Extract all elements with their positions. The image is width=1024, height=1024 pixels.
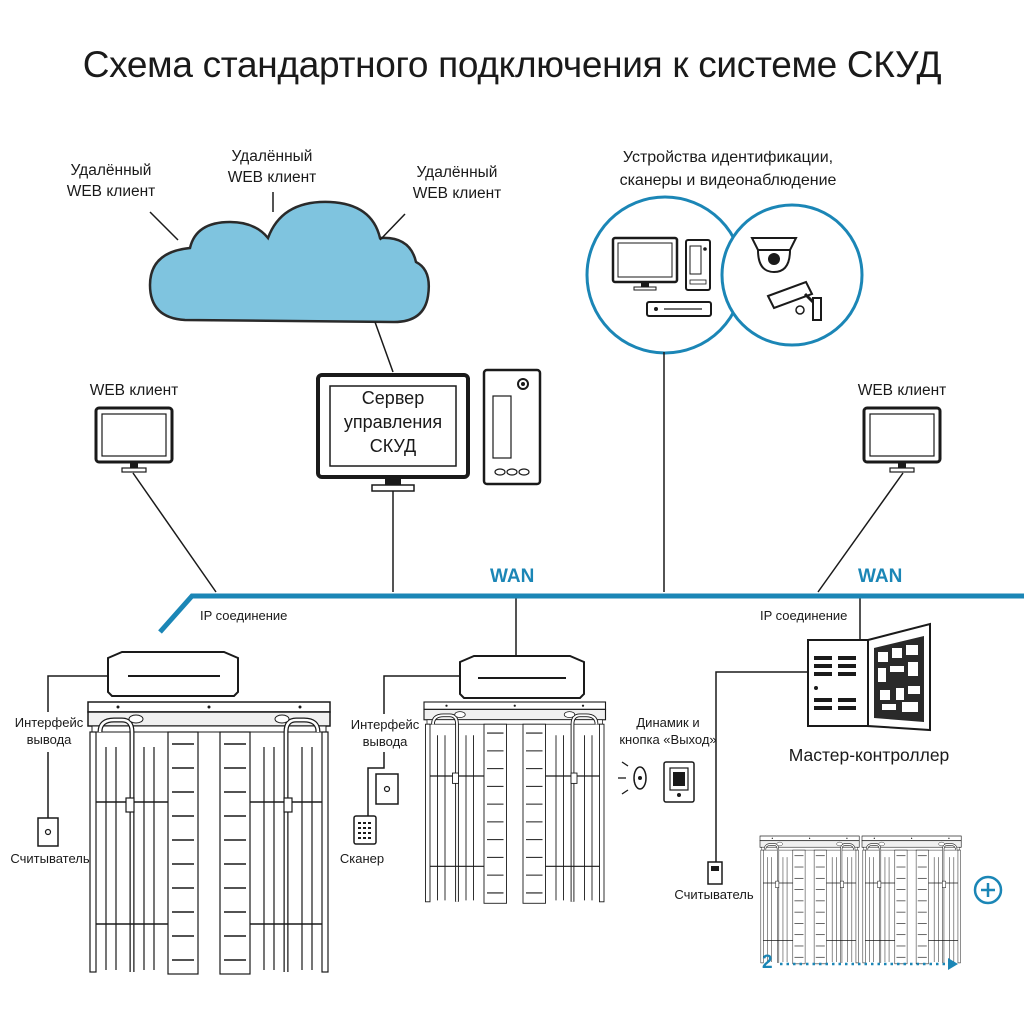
dotted-arrow-icon [780,958,958,970]
cloud-client-label-2: Удалённый WEB клиент [227,148,317,186]
devices-label: Устройства идентификации, сканеры и виде… [619,149,837,189]
web-client-right-monitor-icon [862,406,942,474]
server-label: Сервер управления СКУД [343,388,443,456]
web-client-left-label: WEB клиент [89,382,179,399]
page-title: Схема стандартного подключения к системе… [82,44,942,85]
ip-connection-left-label: IP соединение [200,608,288,623]
reader-right-label: Считыватель [674,887,754,902]
cloud-client-label-1: Удалённый WEB клиент [66,162,156,200]
exit-button-icon [663,761,695,803]
web-client-left-monitor-icon [94,406,174,474]
reader-left-label: Считыватель [10,851,90,866]
cloud-client-label-3: Удалённый WEB клиент [412,164,502,202]
web-client-right-label: WEB клиент [857,382,947,399]
speaker-icon [618,761,647,795]
turnstile-left [88,702,330,974]
scanner-icon [353,815,377,845]
cloud-icon [148,200,430,324]
identification-devices-circle [585,195,745,355]
video-surveillance-circle [720,203,864,347]
master-controller-label: Мастер-контроллер [788,745,950,765]
server-monitor-icon [316,373,470,492]
wan-label-1: WAN [490,566,535,587]
output-interface-left-icon [37,817,59,847]
output-interface-middle-label: Интерфейс вывода [350,717,420,749]
turnstile-controller-left [107,651,239,697]
reader-right-icon [707,861,723,885]
wan-bus [158,593,1024,634]
server-tower-icon [482,368,542,486]
output-interface-middle-icon [375,773,399,805]
scanner-label: Сканер [339,851,385,866]
turnstile-middle [422,700,608,906]
ip-connection-right-label: IP соединение [760,608,848,623]
turnstile-small-2 [860,834,963,966]
speaker-button-label: Динамик и кнопка «Выход» [619,715,717,747]
master-controller-icon [807,622,931,732]
add-icon [973,875,1003,905]
wan-label-2: WAN [858,566,903,587]
turnstile-small-1 [758,834,861,966]
output-interface-left-label: Интерфейс вывода [14,715,84,747]
turnstile-controller-middle [459,655,585,699]
turnstile-count-label: 2 [762,952,773,973]
